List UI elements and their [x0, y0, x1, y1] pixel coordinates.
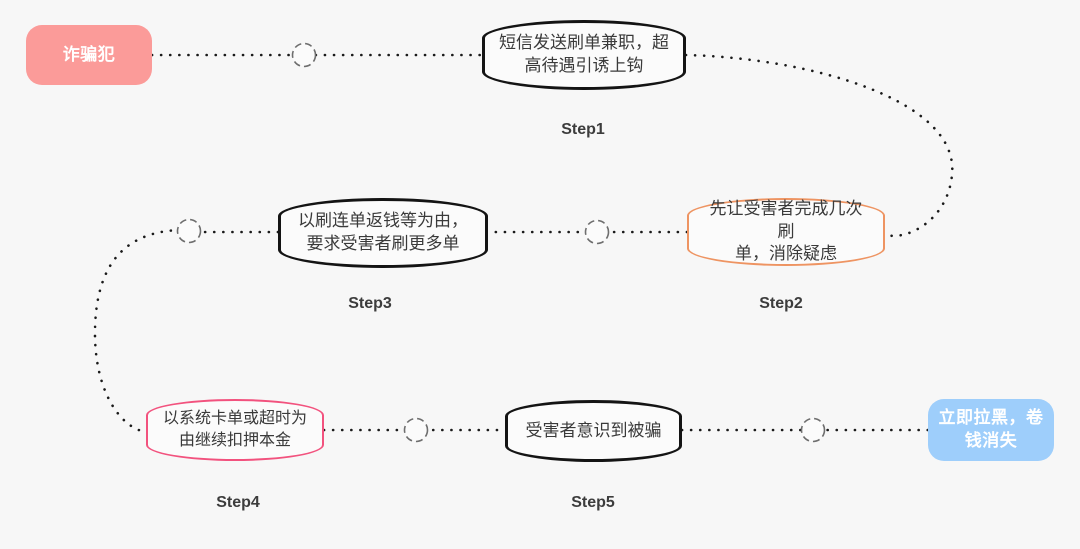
node-start[interactable]: 诈骗犯 — [26, 25, 152, 85]
connector-marker-2 — [584, 219, 610, 245]
step-label-3: Step3 — [348, 295, 392, 312]
node-step4-line2: 由继续扣押本金 — [178, 432, 291, 449]
node-step5[interactable]: 受害者意识到被骗 — [505, 400, 682, 462]
node-end-line2: 钱消失 — [964, 431, 1018, 450]
node-step2-line1: 先让受害者完成几次刷 — [709, 198, 863, 241]
step-label-2: Step2 — [759, 295, 803, 312]
step-label-4: Step4 — [216, 494, 260, 511]
node-end-line1: 立即拉黑，卷 — [938, 408, 1044, 428]
connector-marker-3 — [176, 218, 202, 244]
node-step4[interactable]: 以系统卡单或超时为 由继续扣押本金 — [146, 399, 324, 461]
node-step1-line2: 高待遇引诱上钩 — [524, 56, 644, 75]
node-step3-line1: 以刷连单返钱等为由， — [298, 211, 468, 231]
step-label-1: Step1 — [561, 121, 605, 138]
node-step3-line2: 要求受害者刷更多单 — [306, 234, 460, 253]
node-step2-line2: 单，消除疑虑 — [735, 244, 837, 264]
connector-marker-1 — [291, 42, 317, 68]
node-step1-line1: 短信发送刷单兼职，超 — [499, 33, 669, 53]
node-step5-line1: 受害者意识到被骗 — [525, 420, 662, 440]
step-label-5: Step5 — [571, 494, 615, 511]
node-step4-line1: 以系统卡单或超时为 — [162, 410, 307, 428]
node-step3[interactable]: 以刷连单返钱等为由， 要求受害者刷更多单 — [278, 198, 488, 268]
node-step1[interactable]: 短信发送刷单兼职，超 高待遇引诱上钩 — [482, 20, 686, 90]
edge-step3-to-step4 — [93, 228, 182, 434]
connector-marker-4 — [403, 417, 429, 443]
connector-marker-5 — [800, 417, 826, 443]
node-start-label: 诈骗犯 — [62, 44, 116, 64]
node-end[interactable]: 立即拉黑，卷 钱消失 — [928, 399, 1054, 461]
node-step2[interactable]: 先让受害者完成几次刷 单，消除疑虑 — [687, 198, 885, 266]
